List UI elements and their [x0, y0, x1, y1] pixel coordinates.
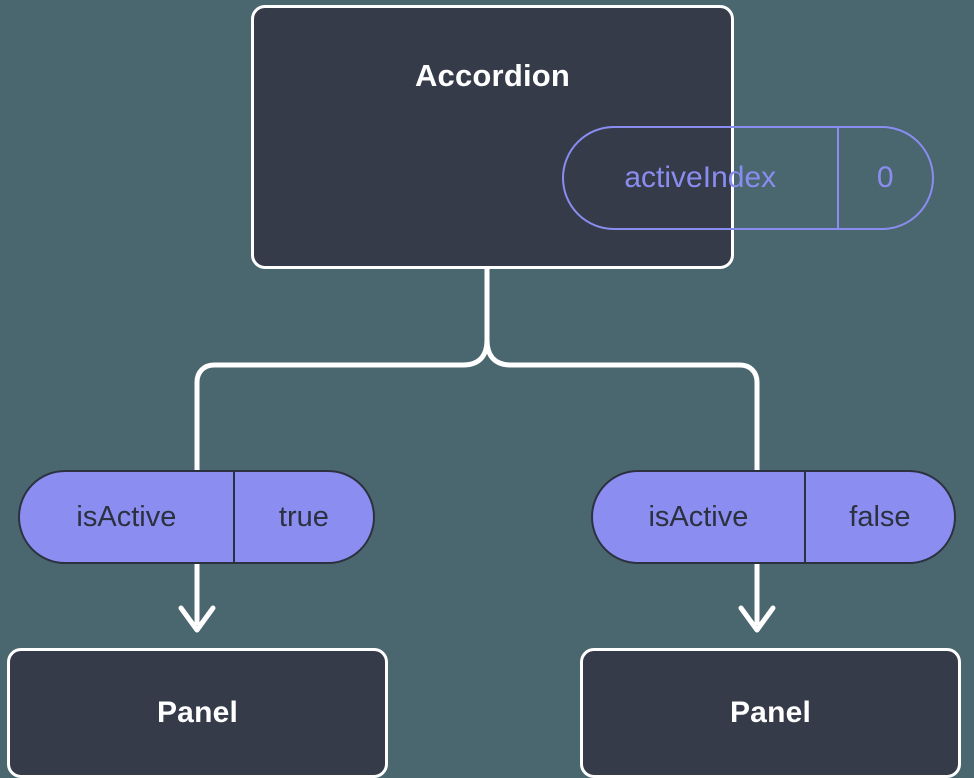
- prop-pill-value-left: true: [232, 472, 373, 562]
- state-pill-key: activeIndex: [624, 161, 777, 194]
- arrow-head-left: [178, 605, 216, 633]
- connector-fork-left: [194, 337, 490, 473]
- prop-pill-isactive-right[interactable]: isActive false: [591, 470, 956, 564]
- connector-fork: [484, 266, 760, 473]
- prop-pill-key-right: isActive: [648, 500, 749, 533]
- prop-pill-isactive-left[interactable]: isActive true: [18, 470, 375, 564]
- arrow-head-right: [738, 605, 776, 633]
- prop-pill-value-right: false: [803, 472, 954, 562]
- panel-node-right[interactable]: Panel: [580, 648, 961, 778]
- accordion-title: Accordion: [414, 58, 571, 93]
- state-pill-value: 0: [836, 128, 932, 228]
- panel-title-left: Panel: [156, 696, 239, 729]
- panel-node-left[interactable]: Panel: [7, 648, 388, 778]
- prop-pill-key-left: isActive: [76, 500, 177, 533]
- panel-title-right: Panel: [729, 696, 812, 729]
- accordion-node[interactable]: Accordion activeIndex 0: [251, 5, 934, 269]
- state-pill-activeindex[interactable]: activeIndex 0: [562, 126, 934, 230]
